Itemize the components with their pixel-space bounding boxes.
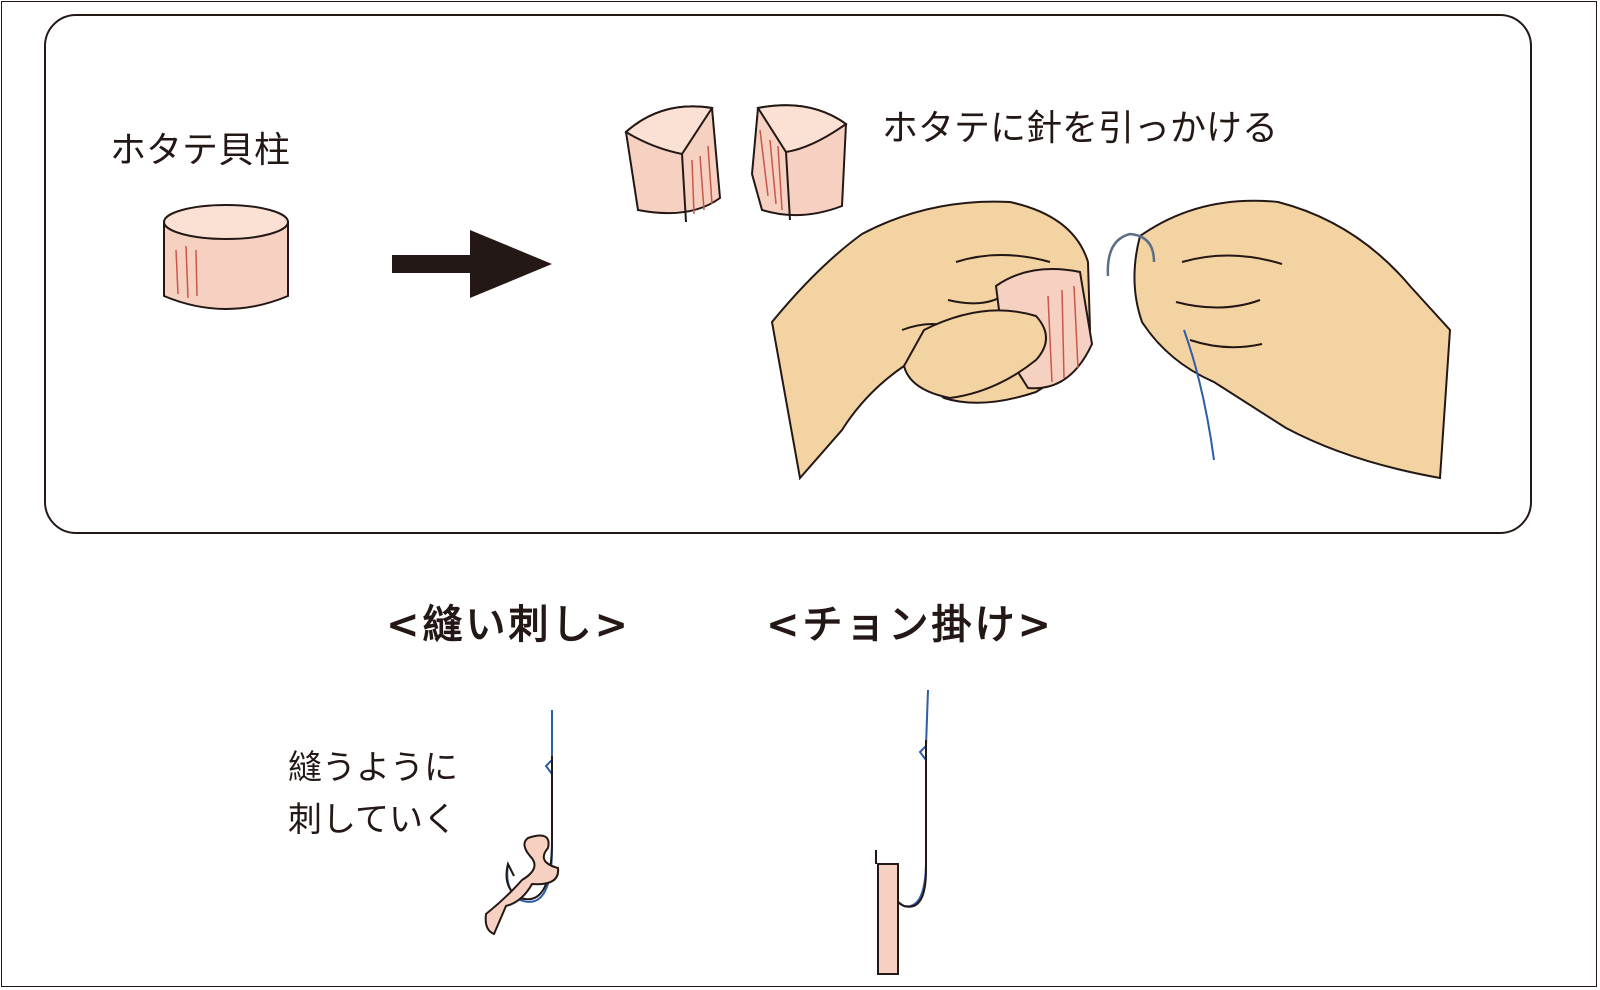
sewing-note: 縫うように 刺していく bbox=[288, 742, 458, 846]
hook-instruction-label: ホタテに針を引っかける bbox=[882, 108, 1279, 149]
sewing-note-line2: 刺していく bbox=[288, 800, 457, 840]
scallop-whole-icon bbox=[163, 204, 289, 310]
scallop-half-left-icon bbox=[624, 105, 722, 223]
hook-sewn-bait-icon bbox=[484, 710, 560, 936]
hands-with-hook-icon bbox=[770, 199, 1452, 481]
top-panel bbox=[44, 14, 1532, 534]
scallop-label: ホタテ貝柱 bbox=[110, 130, 291, 171]
hook-pinned-bait-icon bbox=[875, 689, 929, 975]
scallop-half-right-icon bbox=[750, 104, 848, 221]
chon-gake-heading: <チョン掛け> bbox=[766, 602, 1055, 648]
sewing-note-line1: 縫うように bbox=[288, 748, 458, 788]
arrow-right-icon bbox=[392, 230, 552, 298]
nui-sashi-heading: <縫い刺し> bbox=[386, 602, 632, 648]
